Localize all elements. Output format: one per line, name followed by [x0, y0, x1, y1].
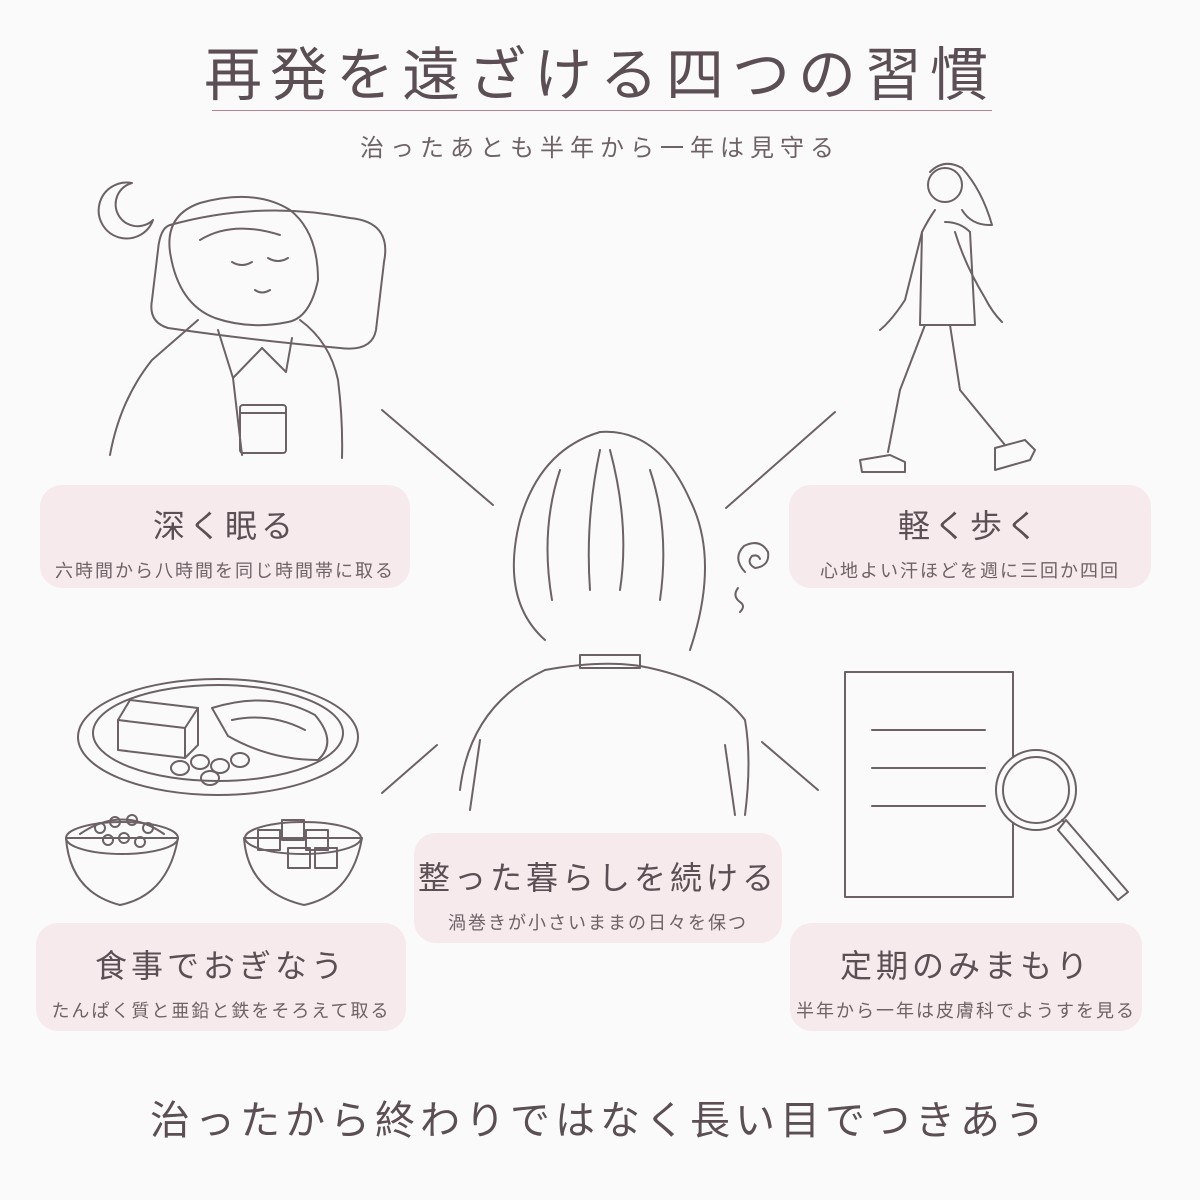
habit-card-food: 食事でおぎなう たんぱく質と亜鉛と鉄をそろえて取る — [36, 923, 406, 1031]
moon-icon — [97, 181, 154, 240]
page-subtitle: 治ったあとも半年から一年は見守る — [360, 134, 840, 162]
habit-card-center: 整った暮らしを続ける 渦巻きが小さいままの日々を保つ — [414, 833, 782, 943]
habit-card-sleep: 深く眠る 六時間から八時間を同じ時間帯に取る — [40, 485, 410, 588]
habit-desc-center: 渦巻きが小さいままの日々を保つ — [448, 913, 748, 934]
habit-title-food: 食事でおぎなう — [94, 947, 347, 985]
swirl-icon — [737, 542, 770, 573]
habit-card-checkup: 定期のみまもり 半年から一年は皮膚科でようすを見る — [790, 923, 1142, 1031]
habit-desc-food: たんぱく質と亜鉛と鉄をそろえて取る — [51, 1001, 391, 1022]
footer-message: 治ったから終わりではなく長い目でつきあう — [150, 1098, 1050, 1144]
habit-title-walk: 軽く歩く — [897, 507, 1042, 545]
woman-back-illustration — [459, 430, 770, 816]
walking-woman-illustration — [859, 162, 1036, 473]
habit-desc-sleep: 六時間から八時間を同じ時間帯に取る — [55, 561, 395, 582]
habit-desc-checkup: 半年から一年は皮膚科でようすを見る — [796, 1001, 1136, 1022]
habit-title-center: 整った暮らしを続ける — [417, 859, 778, 897]
document-magnifier-illustration — [844, 671, 1129, 901]
sleeping-woman-illustration — [97, 181, 387, 459]
habit-title-sleep: 深く眠る — [152, 507, 297, 545]
food-illustration — [65, 678, 363, 906]
habit-desc-walk: 心地よい汗ほどを週に三回か四回 — [820, 561, 1120, 582]
connector-lines — [381, 409, 836, 794]
habit-title-checkup: 定期のみまもり — [839, 947, 1092, 985]
pillow-icon — [150, 209, 387, 350]
title-divider — [212, 110, 992, 111]
habit-card-walk: 軽く歩く 心地よい汗ほどを週に三回か四回 — [789, 485, 1151, 588]
page-title: 再発を遠ざける四つの習慣 — [203, 41, 996, 109]
